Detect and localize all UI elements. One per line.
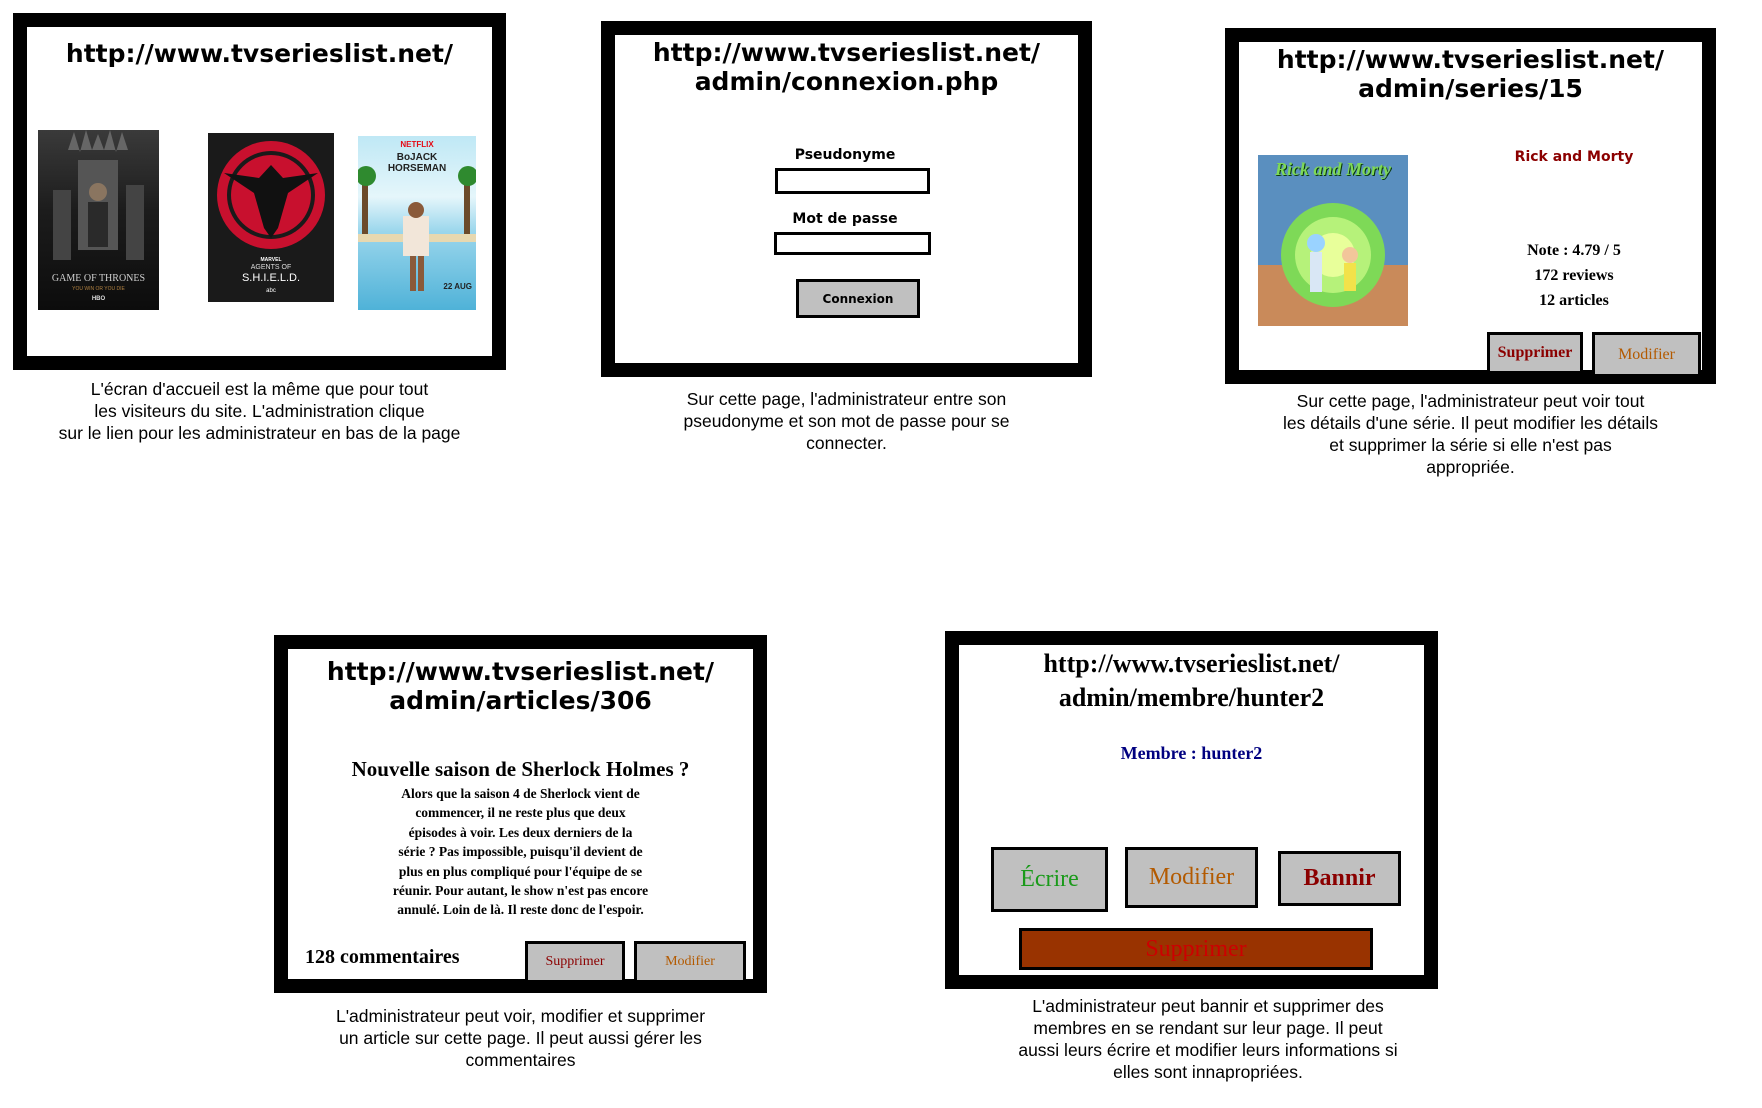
bojack-brand: NETFLIX xyxy=(400,140,434,149)
article-edit-label: Modifier xyxy=(665,954,715,969)
member-label: Membre : hunter2 xyxy=(1120,743,1263,763)
connect-button-label: Connexion xyxy=(822,291,894,306)
member-ban-label: Bannir xyxy=(1303,865,1376,891)
poster-bojack-horseman[interactable]: NETFLIX BoJACK HORSEMAN 22 AUG xyxy=(358,136,476,310)
poster-agents-of-shield[interactable]: MARVEL AGENTS OF S.H.I.E.L.D. abc xyxy=(208,133,334,302)
panel-series-detail: http://www.tvserieslist.net/ admin/serie… xyxy=(1225,28,1716,384)
bojack-date: 22 AUG xyxy=(443,282,472,291)
caption-homepage: L'écran d'accueil est la même que pour t… xyxy=(58,379,461,443)
shield-eagle-icon xyxy=(217,141,325,249)
series-articles: 12 articles xyxy=(1539,292,1609,309)
shield-network: abc xyxy=(266,288,276,294)
article-delete-button[interactable]: Supprimer xyxy=(525,941,625,983)
pseudo-input[interactable] xyxy=(775,168,930,194)
series-note: Note : 4.79 / 5 xyxy=(1527,242,1621,259)
connect-button[interactable]: Connexion xyxy=(796,279,920,318)
series-edit-button[interactable]: Modifier xyxy=(1592,332,1701,377)
caption-member: L'administrateur peut bannir et supprime… xyxy=(1018,996,1398,1082)
article-edit-button[interactable]: Modifier xyxy=(634,941,746,983)
password-label: Mot de passe xyxy=(792,211,898,227)
caption-series: Sur cette page, l'administrateur peut vo… xyxy=(1283,391,1658,477)
article-title: Nouvelle saison de Sherlock Holmes ? xyxy=(351,757,690,781)
url-member: http://www.tvserieslist.net/ admin/membr… xyxy=(1043,649,1340,712)
panel-homepage: http://www.tvserieslist.net/ GAME OF THR… xyxy=(13,13,506,370)
got-title: GAME OF THRONES xyxy=(51,273,146,284)
shield-title-top: AGENTS OF xyxy=(250,264,292,271)
article-body: Alors que la saison 4 de Sherlock vient … xyxy=(392,786,649,918)
shield-title: S.H.I.E.L.D. xyxy=(241,272,301,284)
panel-article: http://www.tvserieslist.net/ admin/artic… xyxy=(274,635,767,993)
shield-brand: MARVEL xyxy=(260,257,282,263)
portal-illustration xyxy=(1258,203,1408,326)
series-title: Rick and Morty xyxy=(1514,149,1634,165)
rick-poster-title: Rick and Morty xyxy=(1274,159,1391,179)
pseudo-label: Pseudonyme xyxy=(794,147,896,163)
series-delete-button[interactable]: Supprimer xyxy=(1487,332,1583,374)
member-edit-label: Modifier xyxy=(1148,864,1235,890)
article-delete-label: Supprimer xyxy=(545,954,605,969)
member-delete-button[interactable]: Supprimer xyxy=(1019,928,1373,970)
caption-article: L'administrateur peut voir, modifier et … xyxy=(335,1006,706,1070)
series-edit-label: Modifier xyxy=(1618,345,1675,363)
poster-game-of-thrones[interactable]: GAME OF THRONES YOU WIN OR YOU DIE HBO xyxy=(38,130,159,310)
member-write-label: Écrire xyxy=(1020,866,1079,892)
series-delete-label: Supprimer xyxy=(1497,344,1573,361)
url-login: http://www.tvserieslist.net/ admin/conne… xyxy=(652,38,1041,96)
got-tagline: YOU WIN OR YOU DIE xyxy=(72,286,125,292)
throne-illustration xyxy=(53,130,144,260)
url-article: http://www.tvserieslist.net/ admin/artic… xyxy=(326,657,715,715)
got-network: HBO xyxy=(91,296,106,302)
member-write-button[interactable]: Écrire xyxy=(991,847,1108,912)
bojack-title: BoJACK HORSEMAN xyxy=(387,152,447,174)
article-comments-count[interactable]: 128 commentaires xyxy=(305,946,460,968)
member-edit-button[interactable]: Modifier xyxy=(1125,847,1258,908)
password-input[interactable] xyxy=(774,232,931,255)
member-ban-button[interactable]: Bannir xyxy=(1278,851,1401,906)
url-series: http://www.tvserieslist.net/ admin/serie… xyxy=(1276,45,1665,103)
series-reviews: 172 reviews xyxy=(1534,267,1614,284)
panel-login: http://www.tvserieslist.net/ admin/conne… xyxy=(601,21,1092,377)
url-homepage: http://www.tvserieslist.net/ xyxy=(65,39,454,68)
panel-member: http://www.tvserieslist.net/ admin/membr… xyxy=(945,631,1438,989)
caption-login: Sur cette page, l'administrateur entre s… xyxy=(683,389,1010,453)
poster-rick-and-morty[interactable]: Rick and Morty xyxy=(1258,155,1408,326)
member-delete-label: Supprimer xyxy=(1145,935,1247,962)
bojack-pool-illustration xyxy=(358,166,476,291)
